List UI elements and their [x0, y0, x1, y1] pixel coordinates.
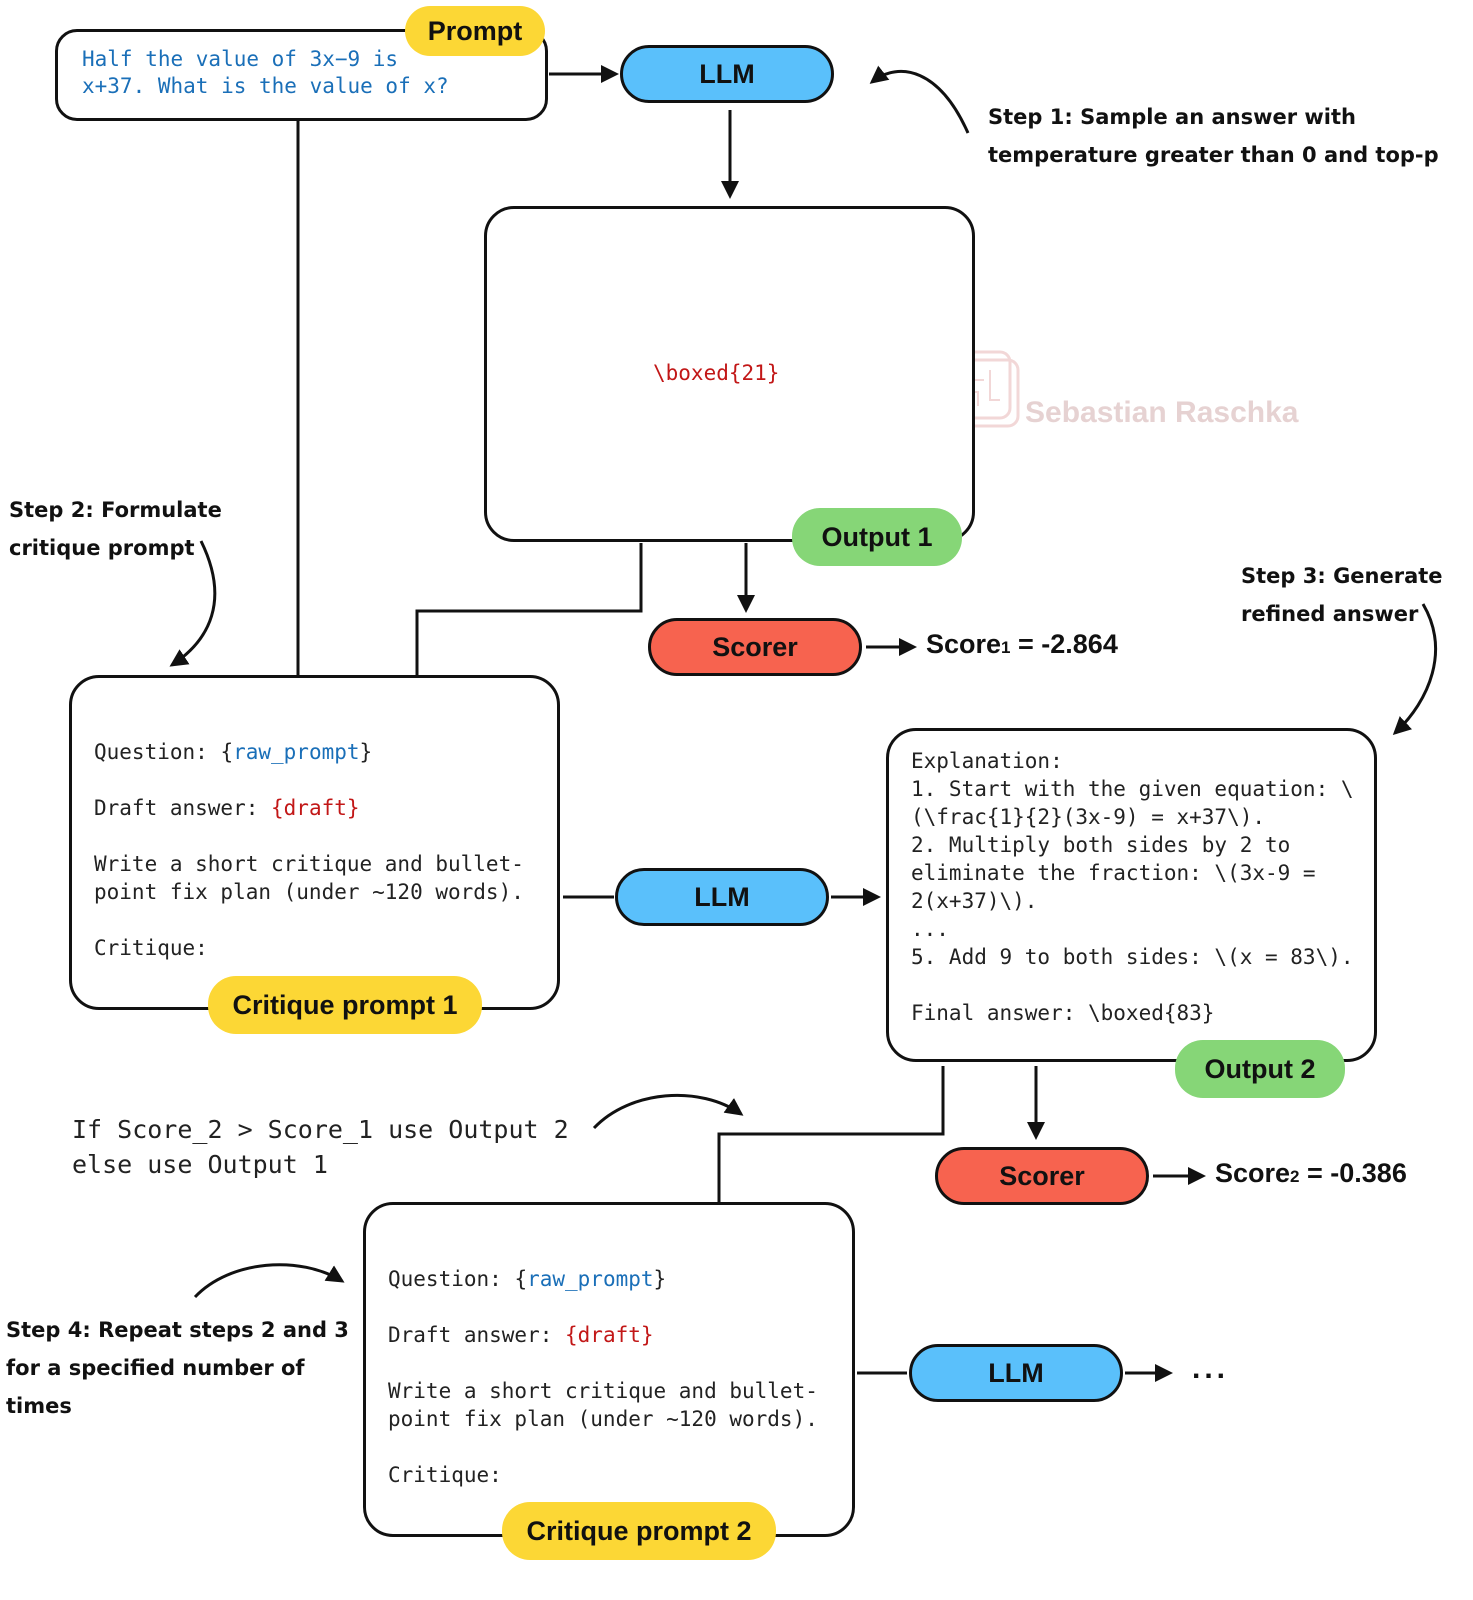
critique1-draft: Draft answer: {draft}: [94, 796, 360, 820]
output2-final-answer: Final answer: \boxed{83}: [911, 1001, 1215, 1025]
output2-line: 2. Multiply both sides by 2 to: [911, 833, 1291, 857]
curve-arrow-step1: [869, 65, 970, 134]
critique2-draft: Draft answer: {draft}: [388, 1323, 654, 1347]
step1-line-2: temperature greater than 0 and top-p: [988, 143, 1439, 167]
step4-line-2: for a specified number of: [6, 1356, 305, 1380]
score1-value: = -2.864: [1010, 629, 1118, 659]
watermark-text: Sebastian Raschka: [1025, 396, 1299, 429]
output1-tag: Output 1: [792, 508, 962, 566]
curve-arrow-step4: [193, 1263, 345, 1299]
step1-note: Step 1: Sample an answer with temperatur…: [988, 98, 1439, 174]
score2-prefix: Score: [1215, 1158, 1291, 1188]
output2-box: Explanation: 1. Start with the given equ…: [886, 728, 1377, 1062]
step2-note: Step 2: Formulate critique prompt: [9, 491, 222, 567]
score2-text: Score2 = -0.386: [1215, 1158, 1407, 1189]
step3-line-1: Step 3: Generate: [1241, 564, 1443, 588]
score2-value: = -0.386: [1299, 1158, 1407, 1188]
output2-tag: Output 2: [1175, 1040, 1345, 1098]
critique1-instruction-2: point fix plan (under ~120 words).: [94, 880, 524, 904]
critique2-critique-label: Critique:: [388, 1463, 502, 1487]
prompt-line-1: Half the value of 3x−9 is: [82, 47, 399, 71]
score1-prefix: Score: [926, 629, 1002, 659]
output2-line: [911, 971, 1354, 999]
critique2-question: Question: {raw_prompt}: [388, 1267, 667, 1291]
prompt-tag: Prompt: [405, 6, 545, 56]
step3-note: Step 3: Generate refined answer: [1241, 557, 1443, 633]
critique2-box: Question: {raw_prompt} Draft answer: {dr…: [363, 1202, 855, 1537]
critique1-box: Question: {raw_prompt} Draft answer: {dr…: [69, 675, 560, 1010]
prompt-line-2: x+37. What is the value of x?: [82, 74, 449, 98]
prompt-box: Half the value of 3x−9 is x+37. What is …: [55, 29, 548, 121]
critique2-draft-var: {draft}: [565, 1323, 654, 1347]
critique1-tag: Critique prompt 1: [208, 976, 482, 1034]
curve-arrow-step3: [1392, 603, 1438, 736]
output2-line: eliminate the fraction: \(3x-9 =: [911, 861, 1316, 885]
decision-line-1: If Score_2 > Score_1 use Output 2: [72, 1115, 569, 1144]
continuation-ellipsis: ...: [1192, 1352, 1230, 1385]
score1-sub: 1: [1001, 638, 1011, 657]
critique2-tag: Critique prompt 2: [502, 1502, 776, 1560]
curve-arrow-step2: [169, 540, 217, 667]
output2-line: 1. Start with the given equation: \: [911, 777, 1354, 801]
output2-line: (\frac{1}{2}(3x-9) = x+37\).: [911, 805, 1266, 829]
step4-line-1: Step 4: Repeat steps 2 and 3: [6, 1318, 349, 1342]
decision-line-2: else use Output 1: [72, 1150, 328, 1179]
output1-box: \boxed{21}: [484, 206, 975, 542]
critique2-instruction-1: Write a short critique and bullet-: [388, 1379, 818, 1403]
output2-line: 5. Add 9 to both sides: \(x = 83\).: [911, 945, 1354, 969]
critique1-instruction-1: Write a short critique and bullet-: [94, 852, 524, 876]
scorer-node-1: Scorer: [648, 618, 862, 676]
output2-content: Explanation: 1. Start with the given equ…: [911, 747, 1354, 1027]
critique1-question: Question: {raw_prompt}: [94, 740, 373, 764]
critique1-draft-var: {draft}: [271, 796, 360, 820]
step2-line-2: critique prompt: [9, 536, 195, 560]
step4-note: Step 4: Repeat steps 2 and 3 for a speci…: [6, 1311, 349, 1425]
score1-text: Score1 = -2.864: [926, 629, 1118, 660]
output2-line: Explanation:: [911, 749, 1063, 773]
output2-line: 2(x+37)\).: [911, 889, 1038, 913]
step3-line-2: refined answer: [1241, 602, 1419, 626]
llm-node-3: LLM: [909, 1344, 1123, 1402]
score2-sub: 2: [1290, 1167, 1300, 1186]
step2-line-1: Step 2: Formulate: [9, 498, 222, 522]
output2-line: ...: [911, 917, 949, 941]
critique1-raw-prompt-var: raw_prompt: [233, 740, 360, 764]
decision-text: If Score_2 > Score_1 use Output 2 else u…: [72, 1112, 569, 1182]
llm-node-1: LLM: [620, 45, 834, 103]
output1-content: \boxed{21}: [653, 361, 780, 385]
critique2-raw-prompt-var: raw_prompt: [527, 1267, 654, 1291]
step1-line-1: Step 1: Sample an answer with: [988, 105, 1356, 129]
llm-node-2: LLM: [615, 868, 829, 926]
step4-line-3: times: [6, 1394, 72, 1418]
critique1-critique-label: Critique:: [94, 936, 208, 960]
curve-arrow-decision: [592, 1093, 744, 1130]
critique2-instruction-2: point fix plan (under ~120 words).: [388, 1407, 818, 1431]
scorer-node-2: Scorer: [935, 1147, 1149, 1205]
